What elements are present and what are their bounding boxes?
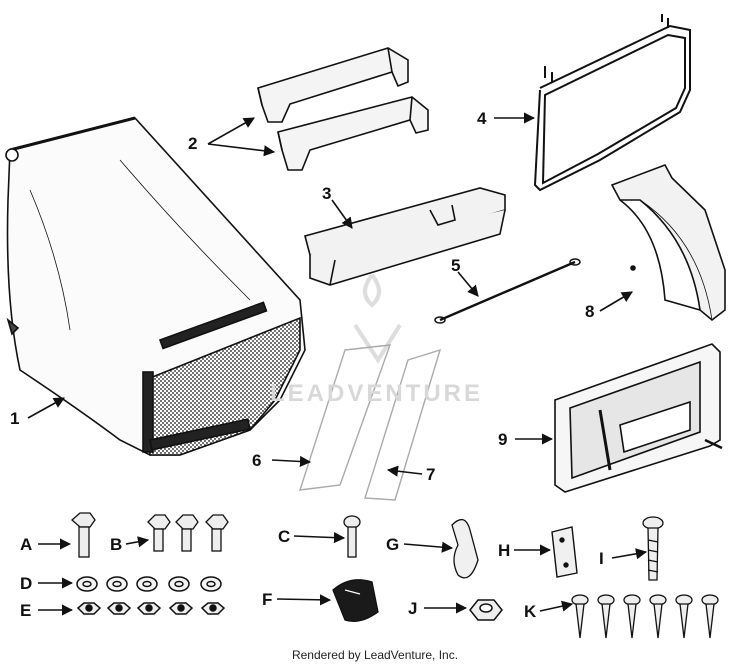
large-hex-nut xyxy=(469,599,503,621)
callout-9: 9 xyxy=(498,430,508,449)
callout-G: G xyxy=(386,535,400,554)
watermark-logo xyxy=(353,273,402,364)
long-screw xyxy=(642,516,664,581)
callout-6: 6 xyxy=(252,451,262,470)
callout-8: 8 xyxy=(585,302,595,321)
leader-arrows xyxy=(27,112,648,616)
callout-C: C xyxy=(278,527,291,546)
callout-H: H xyxy=(498,541,511,560)
wood-screws xyxy=(571,594,719,639)
support-rod-part xyxy=(434,258,581,324)
callout-D: D xyxy=(20,574,33,593)
callout-E: E xyxy=(20,601,32,620)
callout-3: 3 xyxy=(322,184,332,203)
callout-4: 4 xyxy=(477,109,487,128)
frame-assembly-part xyxy=(554,343,723,493)
bracket-block-part xyxy=(304,187,506,286)
deflector-part xyxy=(610,164,726,322)
callout-K: K xyxy=(524,602,537,621)
fastener-bolts xyxy=(71,512,229,558)
callout-J: J xyxy=(408,599,418,618)
spring-clip xyxy=(451,518,479,579)
callout-B: B xyxy=(110,535,123,554)
watermark-text: LEADVENTURE xyxy=(270,380,484,407)
callout-7: 7 xyxy=(426,465,436,484)
rubber-bumper xyxy=(332,579,379,623)
callout-F: F xyxy=(262,590,273,609)
callout-A: A xyxy=(20,535,33,554)
callout-1: 1 xyxy=(10,409,20,428)
callout-2: 2 xyxy=(188,134,198,153)
round-head-screw xyxy=(343,515,361,558)
mounting-plate xyxy=(551,526,578,578)
bag-frame-part xyxy=(533,14,691,192)
callout-I: I xyxy=(599,549,604,568)
link-arm-parts xyxy=(298,344,442,501)
lock-washers xyxy=(76,576,222,592)
grass-bag-part xyxy=(5,116,306,456)
callout-5: 5 xyxy=(451,256,461,275)
handle-part xyxy=(257,47,429,171)
hex-nuts xyxy=(76,602,226,615)
footer-credit: Rendered by LeadVenture, Inc. xyxy=(291,648,459,662)
